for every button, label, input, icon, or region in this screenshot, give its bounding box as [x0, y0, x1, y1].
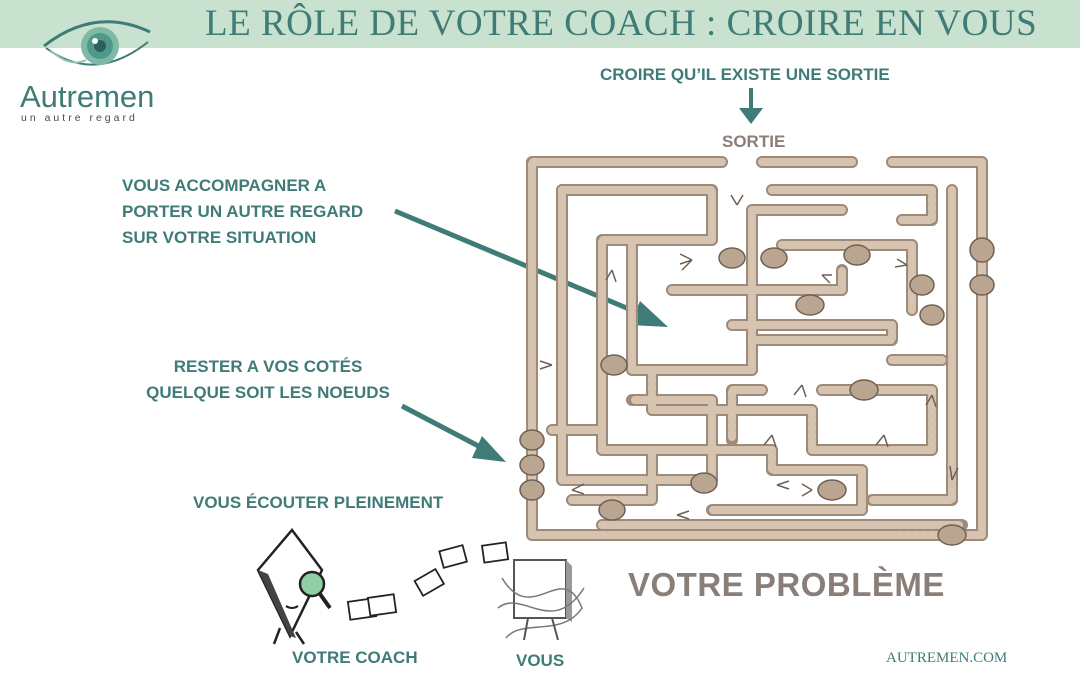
arrow-to-knots-icon	[398, 398, 518, 468]
label-you: VOUS	[516, 648, 564, 674]
label-knots: RESTER A VOS COTÉS QUELQUE SOIT LES NOEU…	[138, 354, 398, 406]
label-knots-line: QUELQUE SOIT LES NOEUDS	[138, 380, 398, 406]
label-believe-exit: CROIRE QU’IL EXISTE UNE SORTIE	[600, 62, 890, 88]
tangled-person-icon	[492, 548, 592, 648]
logo-name: Autremen	[20, 80, 154, 114]
label-new-perspective-line: PORTER UN AUTRE REGARD	[122, 199, 363, 225]
label-new-perspective-line: VOUS ACCOMPAGNER A	[122, 173, 363, 199]
label-exit: SORTIE	[722, 132, 785, 152]
rope-maze-illustration	[512, 150, 1002, 550]
label-listen: VOUS ÉCOUTER PLEINEMENT	[193, 490, 443, 516]
website-link[interactable]: AUTREMEN.COM	[886, 650, 1007, 667]
logo-tagline: un autre regard	[21, 112, 138, 124]
label-new-perspective: VOUS ACCOMPAGNER A PORTER UN AUTRE REGAR…	[122, 173, 363, 251]
arrow-to-exit-icon	[736, 86, 766, 126]
label-coach: VOTRE COACH	[292, 645, 418, 671]
coach-with-magnifier-icon	[252, 528, 342, 648]
slide-title: LE RÔLE DE VOTRE COACH : CROIRE EN VOUS	[205, 2, 1075, 46]
eye-logo-icon	[40, 10, 160, 80]
label-new-perspective-line: SUR VOTRE SITUATION	[122, 225, 363, 251]
label-problem: VOTRE PROBLÈME	[628, 566, 945, 604]
label-knots-line: RESTER A VOS COTÉS	[138, 354, 398, 380]
